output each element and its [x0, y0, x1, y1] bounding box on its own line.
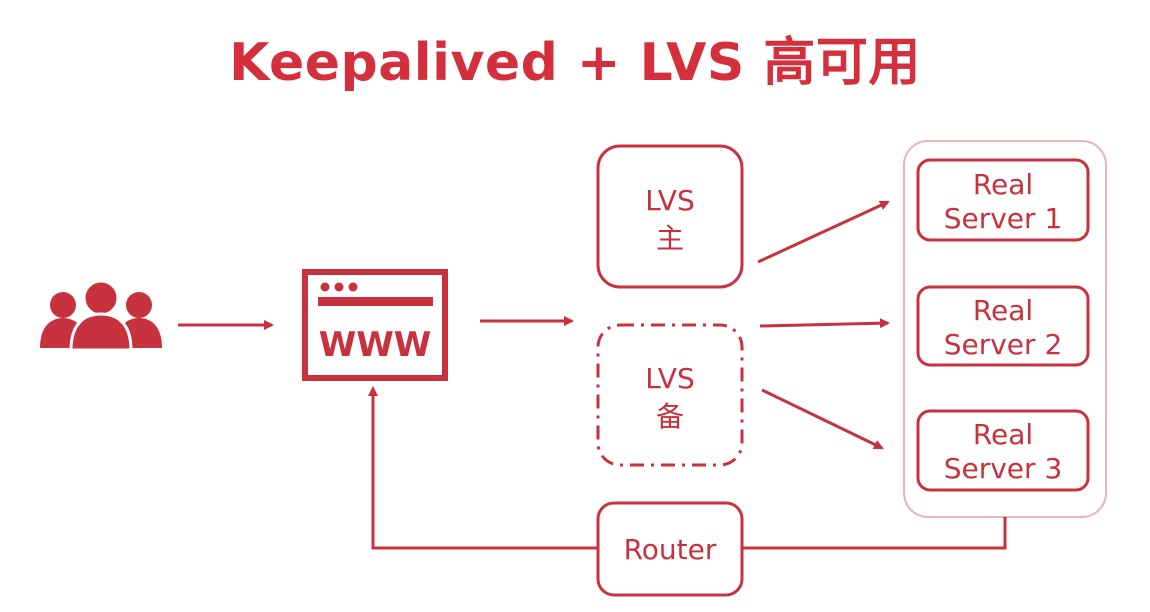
real-server-3-line2: Server 3 [944, 452, 1063, 485]
lvs-backup-line1: LVS [645, 362, 694, 395]
www-label: WWW [319, 325, 432, 365]
real-server-3-line1: Real [973, 418, 1033, 451]
real-server-2-line1: Real [973, 294, 1033, 327]
browser-window-icon: WWW [302, 269, 448, 381]
router-node: Router [596, 501, 744, 597]
real-server-3: Real Server 3 [916, 409, 1090, 492]
real-server-2-line2: Server 2 [944, 328, 1063, 361]
lvs-master-line1: LVS [645, 184, 694, 217]
users-icon [40, 279, 162, 352]
real-server-1: Real Server 1 [916, 158, 1090, 242]
lvs-backup-node: LVS 备 [596, 323, 744, 467]
router-label: Router [624, 533, 717, 566]
real-server-1-line1: Real [973, 168, 1033, 201]
page-title: Keepalived + LVS 高可用 [229, 33, 921, 93]
router-to-www-arrow [368, 386, 598, 550]
lvs-master-node: LVS 主 [596, 144, 744, 289]
arrow-lvs-to-rs3 [761, 388, 884, 450]
arrow-lvs-to-rs1 [757, 200, 890, 264]
real-server-1-line2: Server 1 [944, 202, 1063, 235]
arrow-lvs-to-rs2 [759, 318, 890, 329]
lvs-master-line2: 主 [656, 222, 684, 255]
router-to-server-group-line [742, 517, 1007, 550]
lvs-backup-line2: 备 [656, 400, 684, 433]
real-server-2: Real Server 2 [916, 285, 1090, 367]
